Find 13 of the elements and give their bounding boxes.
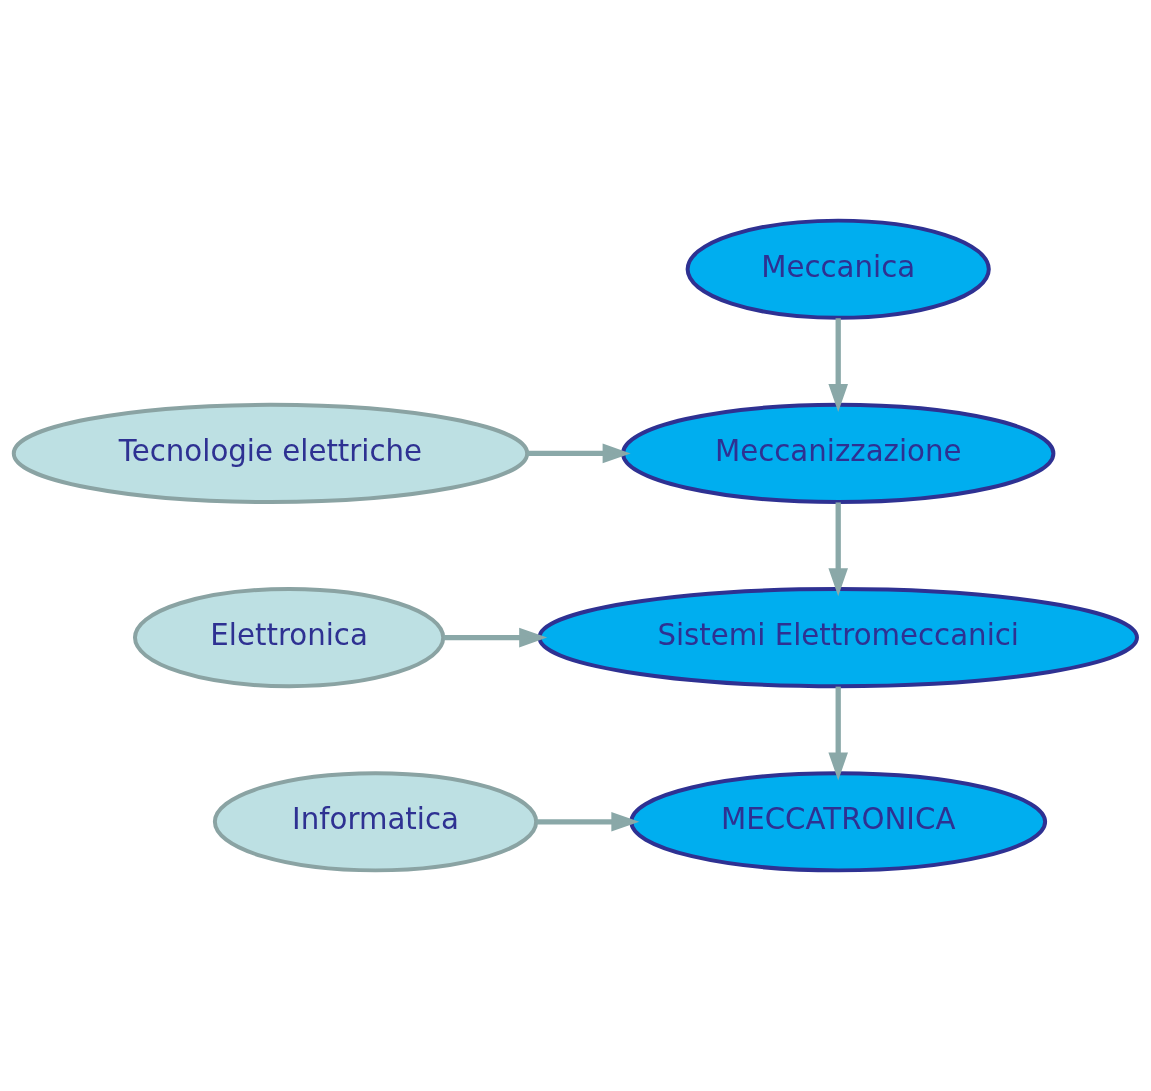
arrow [828, 686, 848, 781]
arrow [443, 627, 548, 648]
arrow [527, 443, 631, 464]
node-ellipse: Meccanica [685, 218, 991, 320]
node-ellipse: Sistemi Elettromeccanici [537, 587, 1139, 689]
node-ellipse: Elettronica [132, 587, 446, 689]
node-ellipse: MECCATRONICA [629, 771, 1048, 873]
node-ellipse: Meccanizzazione [621, 402, 1056, 504]
arrow [828, 502, 848, 597]
node-ellipse: Tecnologie elettriche [11, 402, 530, 504]
node-ellipse: Informatica [212, 771, 539, 873]
arrow [828, 318, 848, 413]
arrow [536, 812, 640, 832]
